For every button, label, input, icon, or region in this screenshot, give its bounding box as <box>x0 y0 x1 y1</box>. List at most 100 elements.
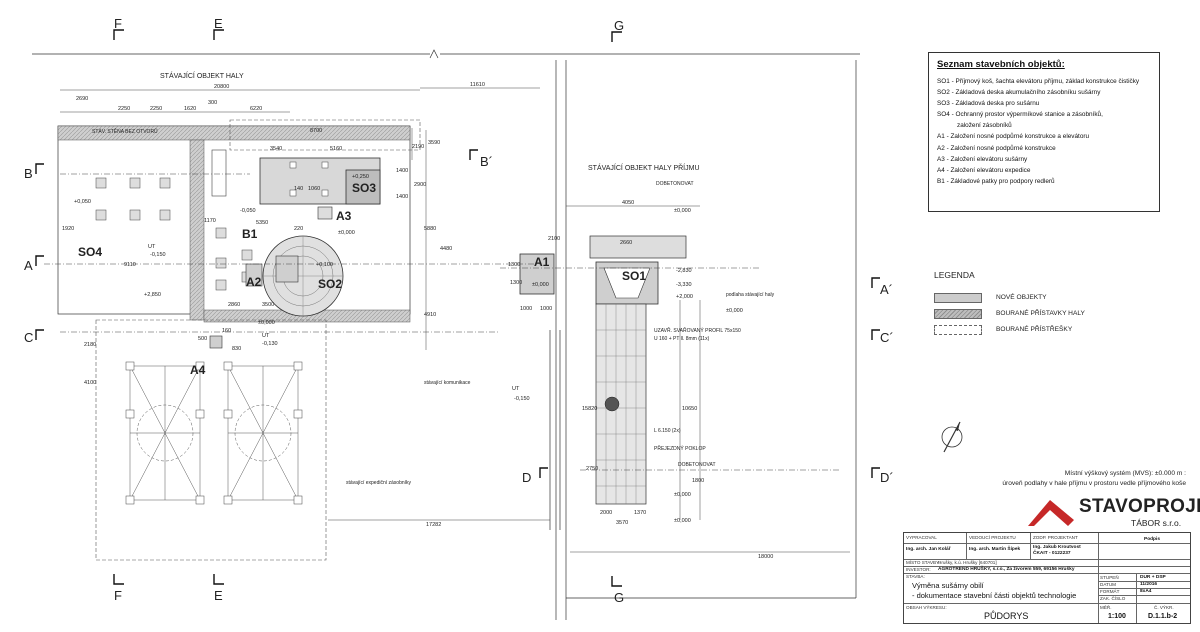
dim-3590: 3590 <box>428 140 440 146</box>
tb-zodp-label: ZODP. PROJEKTANT <box>1033 535 1078 540</box>
tb-obsah: PŮDORYS <box>984 611 1029 621</box>
dim-2100: 2100 <box>548 236 560 242</box>
dim-1400a: 1400 <box>396 168 408 174</box>
legend-item-demolished-shelter: BOURANÉ PŘÍSTŘEŠKY <box>934 325 1194 335</box>
objects-list-item: SO2 - Základová deska akumulačního zásob… <box>937 89 1101 97</box>
tb-vypracoval-label: VYPRACOVAL <box>906 535 937 540</box>
label-profile: UZAVŘ. SVAŘOVANÝ PROFIL 75x150 <box>654 326 741 334</box>
dim-2660: 2660 <box>620 240 632 246</box>
level-6: ±0,000 <box>338 230 355 236</box>
level-2: -0,150 <box>150 252 166 258</box>
so1-top-slab <box>589 235 687 259</box>
right-hall-dims <box>44 87 850 553</box>
section-a-left: A <box>24 258 33 273</box>
dim-3570: 3570 <box>616 520 628 526</box>
tb-stavba1: Výměna sušárny obilí <box>912 581 984 590</box>
so3-anchors <box>289 161 329 197</box>
level-14: -3,330 <box>676 282 692 288</box>
level-note-line2: úroveň podlahy v hale příjmu v prostoru … <box>1002 480 1186 487</box>
dim-830: 830 <box>232 346 241 352</box>
level-8: ±0,000 <box>258 320 275 326</box>
object-a4: A4 <box>190 363 206 377</box>
legend-item-demolished-annex: BOURANÉ PŘÍSTAVKY HALY <box>934 309 1194 319</box>
level-10: -0,150 <box>514 396 530 402</box>
label-hall-floor: podlaha stávající haly <box>726 292 775 298</box>
dim-8700: 8700 <box>310 128 322 134</box>
so4-footings <box>95 177 253 291</box>
objects-list: Seznam stavebních objektů: SO1 - Příjmov… <box>928 52 1160 212</box>
object-so4: SO4 <box>78 245 102 259</box>
dim-2000: 2000 <box>600 510 612 516</box>
label-l-profile: L 6.150 (2x) <box>654 428 681 434</box>
dim-4480: 4480 <box>440 246 452 252</box>
dim-160: 160 <box>222 328 231 334</box>
legend-swatch-new <box>934 293 982 303</box>
level-note-line1: Místní výškový systém (MVS): ±0.000 m : <box>1064 470 1186 477</box>
dim-20800: 20800 <box>214 84 229 90</box>
label-driveover: PŘEJEZDNÝ POKLOP <box>654 444 706 452</box>
dim-2250a: 2250 <box>118 106 130 112</box>
tb-misto-label: MÍSTO STAVBY: <box>906 560 941 565</box>
level-1: +0,050 <box>74 199 91 205</box>
objects-list-item: A4 - Založení elevátoru expedice <box>937 166 1031 174</box>
tb-zodp: Ing. Jakub Kroutvost <box>1033 545 1081 550</box>
dim-5880: 5880 <box>424 226 436 232</box>
ut-1: UT <box>148 244 156 250</box>
dim-6220: 6220 <box>250 106 262 112</box>
level-9: -0,130 <box>262 341 278 347</box>
object-so3: SO3 <box>352 181 376 195</box>
tb-datum-label: DATUM <box>1100 582 1116 587</box>
section-a-right: A´ <box>880 282 893 297</box>
title-block: VYPRACOVAL Ing. arch. Jan Kolář VEDOUCÍ … <box>903 532 1191 624</box>
logo-name: STAVOPROJEKT <box>1079 496 1200 517</box>
level-11: ±0,000 <box>532 282 549 288</box>
dim-300: 300 <box>208 100 217 106</box>
tb-cislo-label: Č. VÝKR. <box>1154 605 1174 610</box>
label-profile-sub: U 160 + PT ll. 8mm (11x) <box>654 336 710 342</box>
level-7: +0,100 <box>316 262 333 268</box>
a3-footing <box>317 206 333 220</box>
section-g-bottom: G <box>614 590 624 605</box>
tb-zak-label: ZAK. ČÍSLO <box>1100 596 1126 601</box>
level-16: ±0,000 <box>726 308 743 314</box>
so3-core <box>345 169 381 205</box>
expedition-containers <box>129 365 299 501</box>
object-a3: A3 <box>336 209 352 223</box>
section-d-left: D <box>522 470 531 485</box>
dim-18000: 18000 <box>758 554 773 560</box>
dim-4910: 4910 <box>424 312 436 318</box>
legend-label-demolished-shelter: BOURANÉ PŘÍSTŘEŠKY <box>996 326 1073 333</box>
dim-10650: 10650 <box>682 406 697 412</box>
dim-1170: 1170 <box>204 218 216 224</box>
level-4: +0,250 <box>352 174 369 180</box>
legend-label-new: NOVÉ OBJEKTY <box>996 294 1047 301</box>
demolished-wall-strip <box>57 125 411 141</box>
dim-2190: 2190 <box>412 144 424 150</box>
dim-5160: 5160 <box>330 146 342 152</box>
logo-sub: TÁBOR s.r.o. <box>1131 518 1182 528</box>
legend-swatch-demolished-annex <box>934 309 982 319</box>
dim-1060: 1060 <box>308 186 320 192</box>
dim-1300b: 1300 <box>510 280 522 286</box>
section-b-mid: B´ <box>480 154 493 169</box>
level-17: ±0,000 <box>674 492 691 498</box>
objects-list-item: SO4 - Ochranný prostor výpermíkové stani… <box>937 111 1103 119</box>
label-road: stávající komunikace <box>424 380 471 386</box>
dim-2690: 2690 <box>76 96 88 102</box>
dim-1800: 1800 <box>692 478 704 484</box>
tb-cislo: D.1.1.b-2 <box>1148 613 1178 620</box>
a1-footing <box>519 253 555 295</box>
section-f-top: F <box>114 16 122 31</box>
section-g-top: G <box>614 18 624 33</box>
tb-sign-label: Podpis <box>1144 537 1160 542</box>
object-a2: A2 <box>246 275 262 289</box>
b1-footing-strip <box>211 149 227 197</box>
level-5: -0,050 <box>240 208 256 214</box>
legend-item-new: NOVÉ OBJEKTY <box>934 293 1194 303</box>
dim-2900: 2900 <box>414 182 426 188</box>
tb-stavba-label: STAVBA: <box>906 574 925 579</box>
dim-4050: 4050 <box>622 200 634 206</box>
dim-4100: 4100 <box>84 380 96 386</box>
objects-list-item: A2 - Založení nosné podpůrné konstrukce <box>937 144 1056 152</box>
label-wall: STÁV. STĚNA BEZ OTVORŮ <box>92 127 158 135</box>
